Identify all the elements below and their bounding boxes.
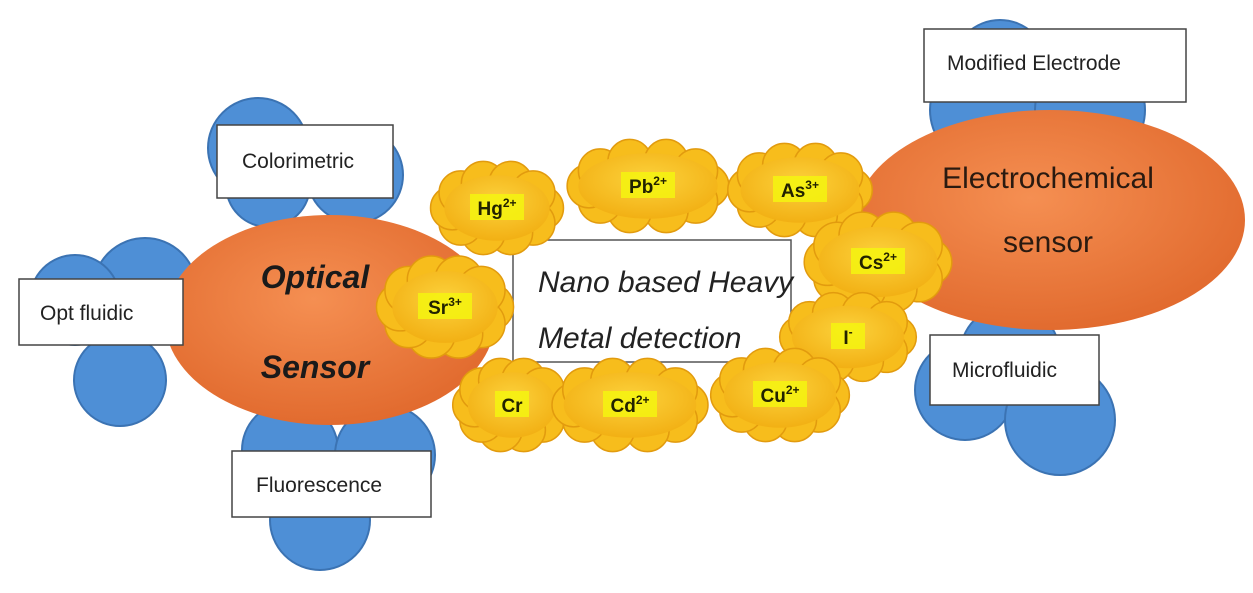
ion-charge-cu: 2+	[786, 383, 800, 397]
fluorescence-box: Fluorescence	[231, 450, 432, 518]
ion-label-sr: Sr3+	[428, 295, 462, 319]
ion-cloud-hg: Hg2+	[429, 160, 565, 256]
center-box	[512, 239, 792, 363]
ion-symbol-as: As	[781, 181, 805, 202]
ion-label-cd: Cd2+	[610, 393, 649, 417]
ion-cloud-as: As3+	[727, 142, 873, 238]
ion-charge-i: -	[849, 325, 853, 339]
ion-label-as: As3+	[781, 178, 819, 202]
ion-cloud-cr: Cr	[451, 357, 573, 453]
ion-symbol-i: I	[843, 328, 848, 349]
ion-label-cr: Cr	[501, 396, 523, 417]
ion-label-pb: Pb2+	[629, 174, 667, 198]
ion-charge-cd: 2+	[636, 393, 650, 407]
optical-label-line2: Sensor	[261, 349, 371, 385]
modified-electrode-label: Modified Electrode	[947, 52, 1121, 75]
ion-symbol-sr: Sr	[428, 298, 449, 319]
electrochemical-label-line1: Electrochemical	[942, 162, 1154, 195]
opt-fluidic-box: Opt fluidic	[18, 278, 184, 346]
ion-label-cu: Cu2+	[760, 383, 799, 407]
electrochemical-sensor-hub	[855, 110, 1245, 330]
ion-symbol-cr: Cr	[501, 396, 523, 417]
ion-charge-sr: 3+	[448, 295, 462, 309]
microfluidic-label: Microfluidic	[952, 359, 1057, 382]
colorimetric-label: Colorimetric	[242, 150, 354, 173]
ion-symbol-hg: Hg	[477, 199, 502, 220]
ion-cloud-pb: Pb2+	[566, 138, 730, 234]
opt-fluidic-label: Opt fluidic	[40, 302, 133, 325]
ion-symbol-pb: Pb	[629, 177, 653, 198]
ion-cloud-cu: Cu2+	[709, 347, 851, 443]
ion-label-hg: Hg2+	[477, 196, 516, 220]
ion-symbol-cs: Cs	[859, 253, 883, 274]
ion-charge-hg: 2+	[503, 196, 517, 210]
center-label-line1: Nano based Heavy	[538, 266, 795, 299]
ion-label-cs: Cs2+	[859, 250, 897, 274]
modified-electrode-box: Modified Electrode	[923, 28, 1187, 103]
ion-charge-pb: 2+	[653, 174, 667, 188]
ion-symbol-cu: Cu	[760, 386, 785, 407]
ion-cloud-sr: Sr3+	[375, 255, 515, 359]
electrochemical-label-line2: sensor	[1003, 226, 1093, 259]
optical-label-line1: Optical	[261, 259, 371, 295]
ion-charge-cs: 2+	[883, 250, 897, 264]
ion-charge-as: 3+	[805, 178, 819, 192]
microfluidic-box: Microfluidic	[929, 334, 1100, 406]
ion-cloud-cs: Cs2+	[803, 211, 953, 313]
ion-cloud-cd: Cd2+	[551, 357, 709, 453]
center-label-line2: Metal detection	[538, 322, 741, 355]
colorimetric-box: Colorimetric	[216, 124, 394, 199]
fluorescence-label: Fluorescence	[256, 474, 382, 497]
ion-label-i: I-	[843, 325, 852, 349]
ion-symbol-cd: Cd	[610, 396, 635, 417]
